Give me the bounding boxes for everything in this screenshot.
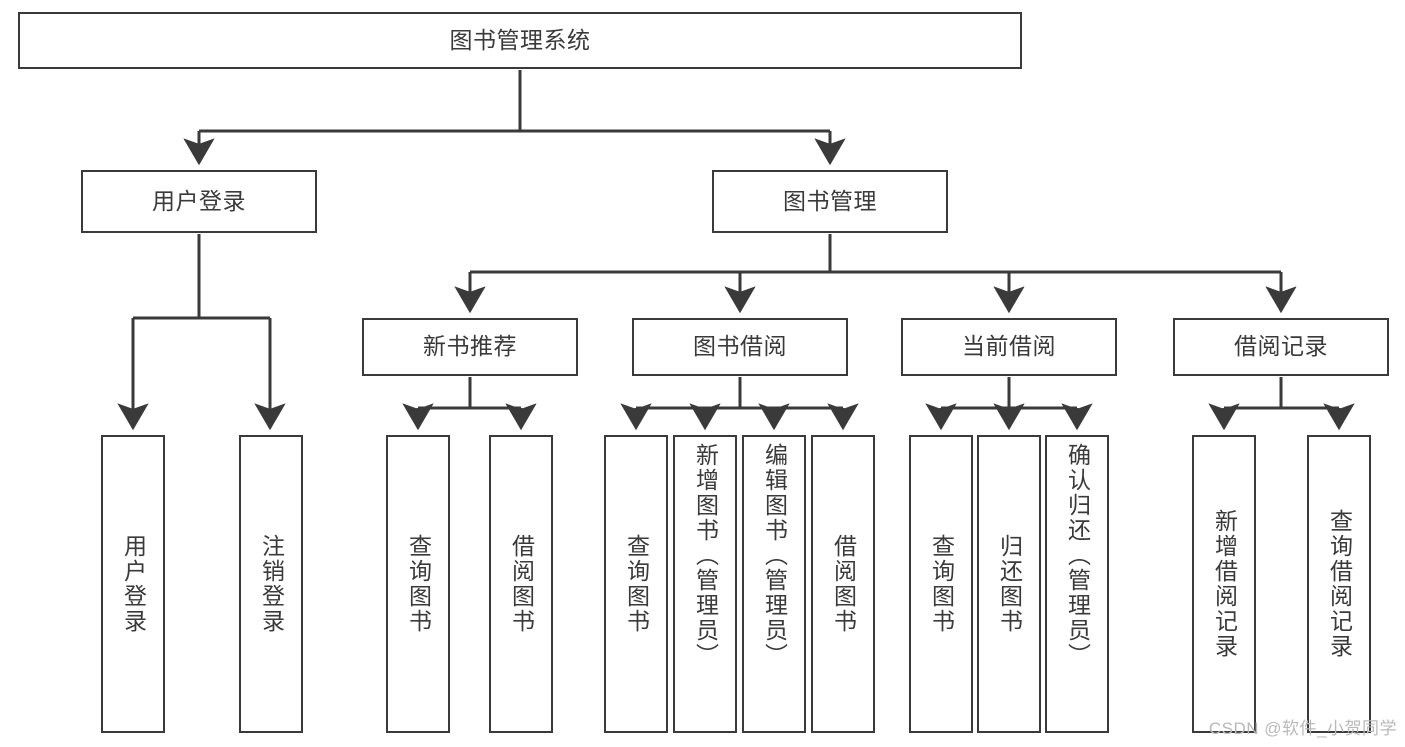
node-new-book-rec-label: 新书推荐 [423,333,517,360]
node-new-book-rec[interactable]: 新书推荐 [362,318,578,376]
leaf-query-book-2[interactable]: 查询图书 [604,435,668,733]
leaf-add-book[interactable]: 新增图书（管理员） [673,435,737,733]
node-book-borrow-label: 图书借阅 [693,333,787,360]
leaf-edit-book-label: 编辑图书（管理员） [761,443,788,668]
leaf-query-book-1-label: 查询图书 [405,534,432,634]
leaf-logout[interactable]: 注销登录 [239,435,303,733]
leaf-query-book-2-label: 查询图书 [623,534,650,634]
node-borrow-record[interactable]: 借阅记录 [1173,318,1389,376]
leaf-add-record[interactable]: 新增借阅记录 [1192,435,1256,733]
leaf-logout-label: 注销登录 [258,534,285,634]
node-user-login[interactable]: 用户登录 [81,170,317,233]
leaf-query-record[interactable]: 查询借阅记录 [1307,435,1371,733]
node-current-borrow-label: 当前借阅 [962,333,1056,360]
leaf-add-record-label: 新增借阅记录 [1211,509,1238,659]
node-book-manage-label: 图书管理 [783,187,877,214]
leaf-return-book-label: 归还图书 [996,534,1023,634]
leaf-query-book-1[interactable]: 查询图书 [386,435,450,733]
node-book-manage[interactable]: 图书管理 [712,170,948,233]
leaf-return-book[interactable]: 归还图书 [977,435,1041,733]
leaf-query-book-3-label: 查询图书 [928,534,955,634]
node-user-login-label: 用户登录 [152,187,246,214]
leaf-user-login-label: 用户登录 [120,534,147,634]
leaf-edit-book[interactable]: 编辑图书（管理员） [742,435,806,733]
leaf-borrow-book-1-label: 借阅图书 [508,534,535,634]
node-current-borrow[interactable]: 当前借阅 [901,318,1117,376]
leaf-query-record-label: 查询借阅记录 [1326,509,1353,659]
leaf-borrow-book-1[interactable]: 借阅图书 [489,435,553,733]
leaf-add-book-label: 新增图书（管理员） [692,443,719,668]
leaf-borrow-book-2-label: 借阅图书 [830,534,857,634]
node-root-label: 图书管理系统 [449,26,591,53]
node-root[interactable]: 图书管理系统 [18,12,1022,69]
leaf-borrow-book-2[interactable]: 借阅图书 [811,435,875,733]
node-book-borrow[interactable]: 图书借阅 [632,318,848,376]
leaf-confirm-return[interactable]: 确认归还（管理员） [1045,435,1109,733]
leaf-query-book-3[interactable]: 查询图书 [909,435,973,733]
node-borrow-record-label: 借阅记录 [1234,333,1328,360]
leaf-user-login[interactable]: 用户登录 [101,435,165,733]
leaf-confirm-return-label: 确认归还（管理员） [1064,443,1091,668]
